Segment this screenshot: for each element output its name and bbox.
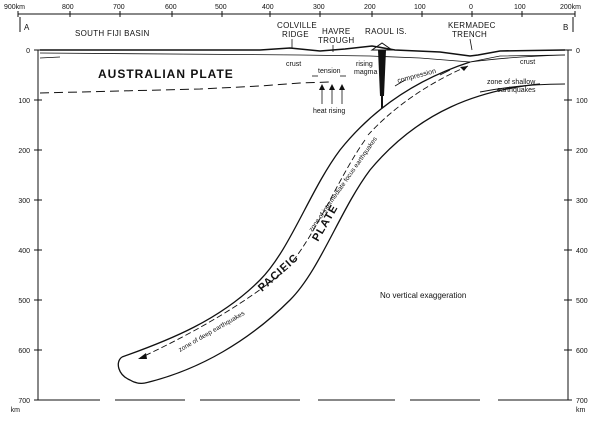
- deep-earthquake-zone: [139, 267, 289, 359]
- top-tick-label: 900km: [4, 4, 25, 11]
- crust-label-left: crust: [286, 61, 301, 68]
- right-depth-unit: km: [576, 407, 586, 414]
- section-end-b: B: [563, 23, 568, 32]
- deep-zone-arrowhead: [138, 353, 147, 359]
- heat-rising-arrowheads: [319, 84, 345, 90]
- left-depth-label: 600: [18, 348, 30, 355]
- slab-lower-surface: [144, 83, 541, 384]
- crust-label-right: crust: [520, 59, 535, 66]
- left-depth-label: 200: [18, 148, 30, 155]
- rising-magma-label-line1: rising: [356, 61, 373, 68]
- left-depth-label: 500: [18, 298, 30, 305]
- heat-arrowhead: [329, 84, 335, 90]
- left-depth-label: 700: [18, 398, 30, 405]
- right-depth-axis: [564, 49, 572, 401]
- trench-pointer: [469, 38, 473, 51]
- south-fiji-basin-label: SOUTH FIJI BASIN: [75, 29, 150, 38]
- top-tick-label: 700: [113, 4, 125, 11]
- australian-plate-base: [39, 81, 331, 94]
- heat-arrowhead: [339, 84, 345, 90]
- left-depth-label: 400: [18, 248, 30, 255]
- top-tick-label: 200: [364, 4, 376, 11]
- shallow-earthquakes-label-line2: earthquakes: [497, 87, 536, 94]
- right-depth-label: 700: [576, 398, 588, 405]
- zone-arrowheads: [138, 66, 468, 359]
- right-depth-labels: 0 100 200 300 400 500 600 700 km: [576, 48, 588, 414]
- raoul-island-label: RAOUL IS.: [365, 27, 407, 36]
- tension-label: tension: [318, 68, 341, 75]
- shallow-zone-arrowhead: [460, 66, 468, 71]
- no-vertical-exaggeration-note: No vertical exaggeration: [380, 291, 466, 300]
- slab-upper-surface: [121, 61, 471, 358]
- top-axis-labels: 900km 800 700 600 500 400 300 200 100 0 …: [4, 4, 581, 11]
- stress-arrows: [312, 69, 451, 87]
- right-depth-label: 100: [576, 98, 588, 105]
- compression-arrow: [394, 79, 406, 87]
- sea-floor-surface-line: [40, 45, 566, 57]
- pacific-crust-line: [469, 54, 566, 63]
- shallow-earthquake-zone: [367, 65, 469, 136]
- colville-ridge-label-line1: COLVILLE: [277, 21, 317, 30]
- crust-base-line: [39, 52, 566, 63]
- right-depth-label: 300: [576, 198, 588, 205]
- left-depth-axis: [34, 49, 42, 401]
- top-tick-label: 100: [514, 4, 526, 11]
- top-tick-label: 0: [469, 4, 473, 11]
- right-depth-label: 600: [576, 348, 588, 355]
- compression-label: compression: [397, 68, 437, 85]
- colville-ridge-label-line2: RIDGE: [282, 30, 309, 39]
- havre-trough-label-line1: HAVRE: [322, 27, 350, 36]
- crust-left-edge: [39, 56, 61, 59]
- feature-pointers: [291, 38, 473, 52]
- pacific-slab: [117, 61, 541, 385]
- right-depth-label: 400: [576, 248, 588, 255]
- earthquake-zones: [139, 65, 469, 359]
- right-depth-label: 0: [576, 48, 580, 55]
- havre-trough-label-line2: TROUGH: [318, 36, 354, 45]
- left-depth-label: 100: [18, 98, 30, 105]
- left-depth-label: 300: [18, 198, 30, 205]
- top-tick-label: 400: [262, 4, 274, 11]
- raoul-volcano: [370, 42, 394, 51]
- top-tick-label: 200km: [560, 4, 581, 11]
- kermadec-trench-label-line2: TRENCH: [452, 30, 487, 39]
- right-depth-label: 200: [576, 148, 588, 155]
- slab-tip: [117, 356, 146, 385]
- section-end-markers: [19, 17, 574, 32]
- magma-column: [378, 50, 386, 96]
- top-tick-label: 800: [62, 4, 74, 11]
- compression-arrow-right: [439, 69, 451, 76]
- heat-rising-arrows: [321, 88, 343, 104]
- top-tick-label: 100: [414, 4, 426, 11]
- australian-plate-label: AUSTRALIAN PLATE: [98, 67, 234, 81]
- heat-arrowhead: [319, 84, 325, 90]
- magma-conduit: [370, 42, 394, 108]
- intermediate-earthquake-zone: [291, 139, 366, 263]
- section-end-a: A: [24, 23, 30, 32]
- kermadec-trench-label-line1: KERMADEC: [448, 21, 496, 30]
- shallow-earthquakes-label-line1: zone of shallow: [487, 79, 536, 86]
- heat-rising-label: heat rising: [313, 108, 345, 115]
- rising-magma-label-line2: magma: [354, 69, 377, 76]
- left-depth-unit: km: [11, 407, 21, 414]
- top-distance-axis: [17, 11, 576, 17]
- top-tick-label: 500: [215, 4, 227, 11]
- pacific-label: PACIFIC: [256, 252, 301, 294]
- top-tick-label: 600: [165, 4, 177, 11]
- left-depth-labels: 0 100 200 300 400 500 600 700 km: [11, 48, 30, 414]
- left-depth-label: 0: [26, 48, 30, 55]
- right-depth-label: 500: [576, 298, 588, 305]
- top-tick-label: 300: [313, 4, 325, 11]
